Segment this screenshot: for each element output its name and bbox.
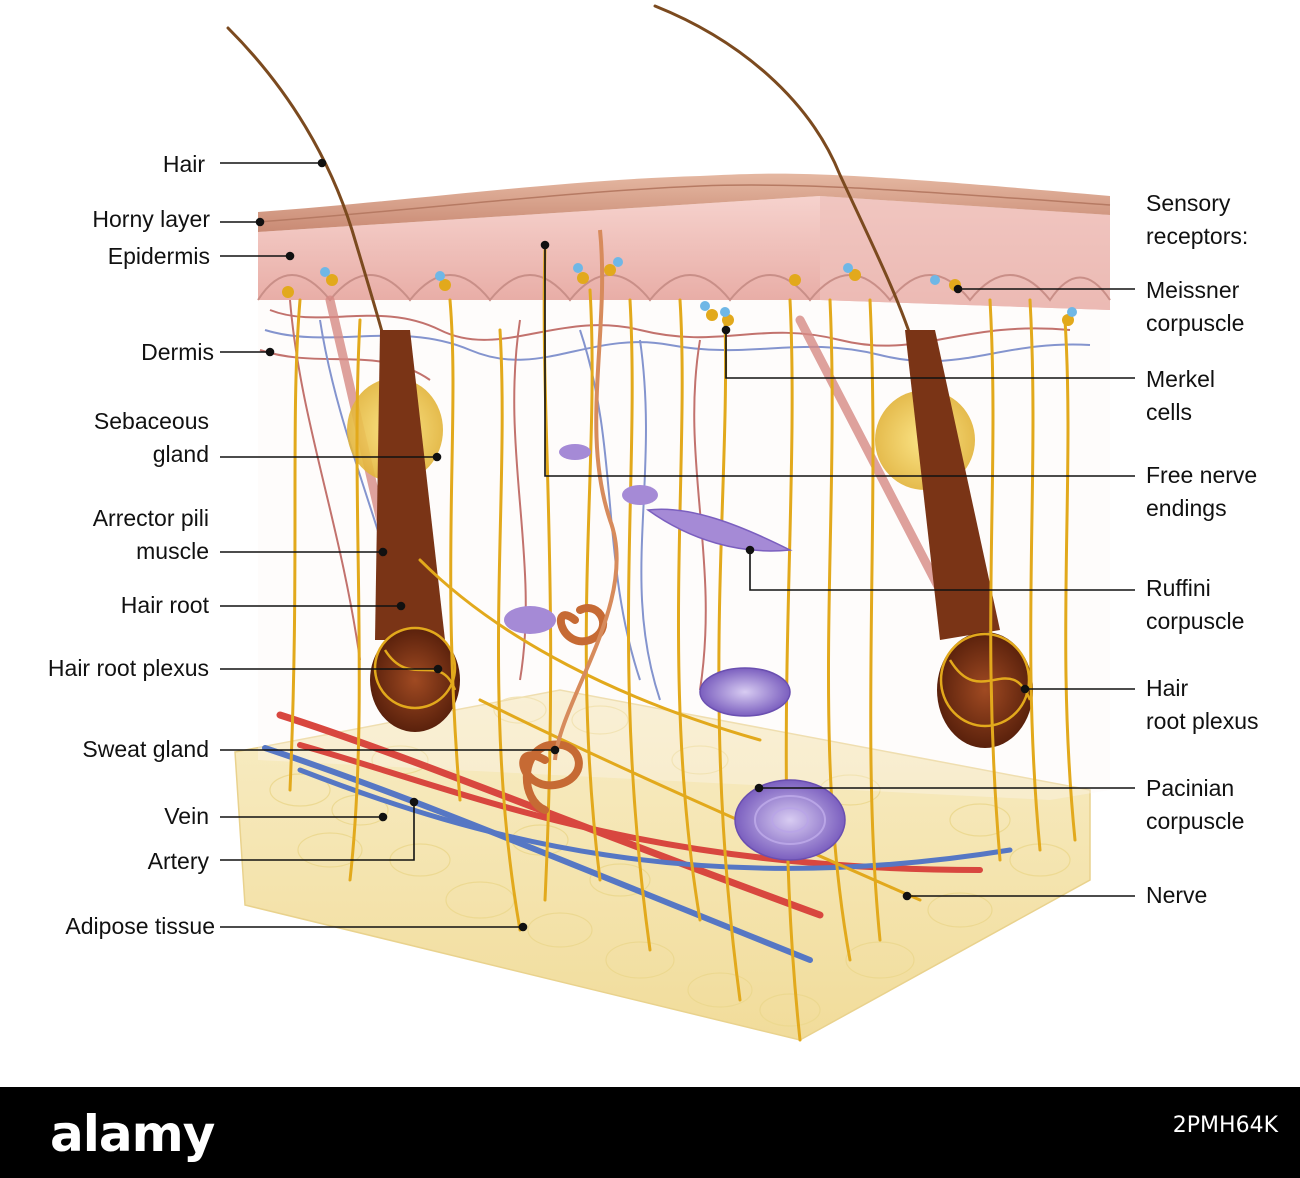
label-pacinian-line1: Pacinian	[1146, 775, 1235, 801]
label-free-nerve-line1: Free nerve	[1146, 462, 1258, 488]
label-sensory-receptors-line2: receptors:	[1146, 223, 1249, 249]
label-merkel-line1: Merkel	[1146, 366, 1216, 392]
label-hair-root-plexus-right-line2: root plexus	[1146, 708, 1259, 734]
label-ruffini-corpuscle: Ruffini corpuscle	[1146, 572, 1244, 638]
label-artery: Artery	[147, 848, 209, 874]
label-hair-root: Hair root	[120, 592, 209, 618]
epidermis-block	[257, 196, 1111, 310]
image-id: 2PMH64K	[1172, 1113, 1278, 1138]
label-pacinian-corpuscle: Pacinian corpuscle	[1146, 772, 1244, 838]
brand-logo: alamy	[50, 1105, 215, 1163]
stock-footer-bar: alamy 2PMH64K	[0, 1087, 1300, 1178]
label-merkel-line2: cells	[1146, 399, 1193, 425]
label-horny-layer: Horny layer	[92, 206, 210, 232]
label-arrector-pili-muscle: Arrector pili muscle	[93, 502, 209, 568]
dermis-block	[258, 196, 1110, 800]
label-adipose-tissue: Adipose tissue	[65, 913, 215, 939]
leader-lines-right	[540, 240, 1135, 901]
label-sensory-receptors-line1: Sensory	[1146, 190, 1231, 216]
label-arrector-pili-line2: muscle	[136, 538, 209, 564]
label-ruffini-line1: Ruffini	[1146, 575, 1211, 601]
hair-root-plexus-nerves	[373, 626, 1032, 728]
label-meissner-line1: Meissner	[1146, 277, 1240, 303]
label-nerve: Nerve	[1146, 882, 1208, 908]
label-ruffini-line2: corpuscle	[1146, 608, 1245, 634]
leader-lines-left	[220, 158, 560, 932]
meissner-and-merkel-receptors	[282, 257, 1077, 326]
label-free-nerve-line2: endings	[1146, 495, 1227, 521]
label-hair-root-plexus-left: Hair root plexus	[47, 655, 209, 681]
label-hair-root-plexus-right: Hair root plexus	[1146, 672, 1259, 738]
label-meissner-corpuscle: Meissner corpuscle	[1146, 274, 1244, 340]
pacinian-corpuscles	[699, 667, 846, 861]
label-merkel-cells: Merkel cells	[1146, 363, 1215, 429]
label-sweat-gland: Sweat gland	[82, 736, 209, 762]
label-dermis: Dermis	[141, 339, 214, 365]
label-hair-root-plexus-right-line1: Hair	[1146, 675, 1189, 701]
label-hair: Hair	[162, 151, 205, 177]
label-vein: Vein	[164, 803, 209, 829]
ruffini-corpuscles	[504, 444, 793, 634]
label-sensory-receptors: Sensory receptors:	[1146, 187, 1248, 253]
label-sebaceous-gland-line2: gland	[152, 441, 209, 467]
label-sebaceous-gland-line1: Sebaceous	[93, 408, 209, 434]
label-free-nerve-endings: Free nerve endings	[1146, 459, 1257, 525]
sweat-duct	[553, 229, 619, 761]
label-sebaceous-gland: Sebaceous gland	[94, 405, 209, 471]
label-pacinian-line2: corpuscle	[1146, 808, 1245, 834]
label-arrector-pili-line1: Arrector pili	[92, 505, 209, 531]
label-meissner-line2: corpuscle	[1146, 310, 1245, 336]
horny-layer-block	[257, 173, 1111, 232]
sweat-glands	[519, 604, 608, 814]
label-epidermis: Epidermis	[107, 243, 210, 269]
